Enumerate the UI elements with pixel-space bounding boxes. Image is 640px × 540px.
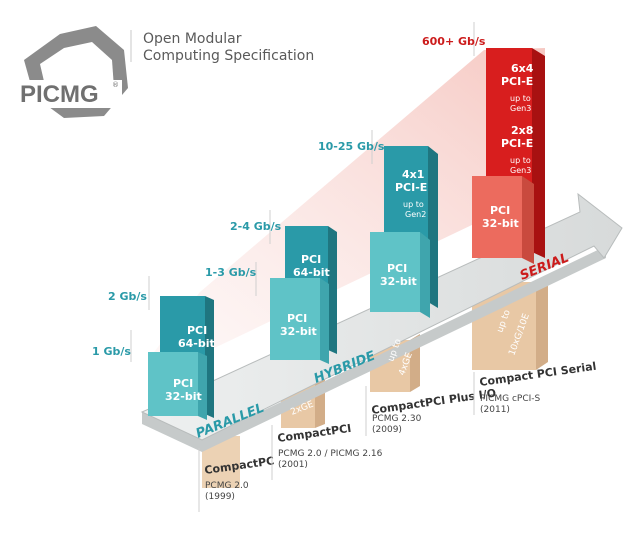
standard-spec: PCMG 2.0 (205, 481, 249, 491)
rate-1gbs: 1 Gb/s (92, 345, 131, 358)
rate-10-25gbs: 10-25 Gb/s (318, 140, 385, 153)
block-32bit-front (472, 176, 522, 258)
block-32bit-label-1: PCI (173, 377, 193, 390)
rate-labels: 1 Gb/s 2 Gb/s 1-3 Gb/s 2-4 Gb/s 10-25 Gb… (92, 22, 486, 362)
block-64bit-label-1: PCI (187, 324, 207, 337)
standard-compactpci-plus-io: CompactPCI Plus I/O PCMG 2.30 (2009) (365, 386, 497, 436)
standard-spec: PCMG 2.0 / PICMG 2.16 (278, 449, 383, 459)
standard-year: (2009) (372, 425, 402, 435)
block-pcie-label-2: PCI-E (501, 75, 533, 88)
block-32bit-label-2: 32-bit (482, 217, 519, 230)
block-64bit-label-2: 64-bit (293, 266, 330, 279)
block-pcie-label-3: up to (403, 200, 424, 209)
block-64bit-label-2: 64-bit (178, 337, 215, 350)
block-group-compact-pci-serial: 6x4 PCI-E up to Gen3 2x8 PCI-E up to Gen… (472, 48, 545, 264)
rate-2gbs: 2 Gb/s (108, 290, 147, 303)
header-line-2: Computing Specification (143, 48, 315, 64)
block-pcie-label-5: 2x8 (511, 124, 533, 137)
block-32bit-label-1: PCI (287, 312, 307, 325)
block-64bit-side (205, 296, 214, 418)
block-32bit-side (522, 176, 534, 264)
block-64bit-label-1: PCI (301, 253, 321, 266)
block-32bit-label-1: PCI (387, 262, 407, 275)
block-pcie-side (428, 146, 438, 308)
block-pcie-label-8: Gen3 (510, 166, 531, 175)
block-pcie-label-6: PCI-E (501, 137, 533, 150)
pillar-4-side (536, 276, 548, 370)
block-pcie-side (532, 48, 545, 258)
block-pcie-label-1: 6x4 (511, 62, 534, 75)
block-32bit-side (320, 278, 329, 364)
rate-600gbs: 600+ Gb/s (422, 35, 486, 48)
block-pcie-label-2: PCI-E (395, 181, 427, 194)
rate-1-3gbs: 1-3 Gb/s (205, 266, 257, 279)
block-pcie-label-3: up to (510, 94, 531, 103)
rate-2-4gbs: 2-4 Gb/s (230, 220, 282, 233)
picmg-logo: PICMG ® (18, 26, 128, 118)
block-pcie-label-7: up to (510, 156, 531, 165)
block-32bit-label-2: 32-bit (165, 390, 202, 403)
block-32bit-side (420, 232, 430, 318)
block-32bit-label-1: PCI (490, 204, 510, 217)
standard-year: (1999) (205, 492, 235, 502)
block-pcie-label-1: 4x1 (402, 168, 424, 181)
block-32bit-side (198, 352, 207, 420)
header-line-1: Open Modular (143, 31, 242, 47)
growth-beam (148, 48, 545, 360)
standard-year: (2001) (278, 460, 308, 470)
logo-text-band (18, 80, 122, 108)
block-group-compactpci: PCI 64-bit PCI 32-bit (270, 226, 337, 364)
block-32bit-front (370, 232, 420, 312)
block-pcie-label-4: Gen2 (405, 210, 426, 219)
block-group-compactpc: PCI 64-bit PCI 32-bit (148, 296, 215, 420)
pillar-1 (202, 436, 240, 488)
block-pcie-label-4: Gen3 (510, 104, 531, 113)
standard-spec: PCMG 2.30 (372, 414, 422, 424)
block-32bit-front (148, 352, 198, 416)
block-64bit-side (328, 226, 337, 354)
logo-text: PICMG (20, 81, 99, 108)
standard-year: (2011) (480, 405, 510, 415)
block-group-compactpci-plus-io: 4x1 PCI-E up to Gen2 PCI 32-bit (370, 146, 438, 318)
registered-mark: ® (112, 81, 119, 89)
block-32bit-front (270, 278, 320, 360)
block-32bit-label-2: 32-bit (280, 325, 317, 338)
standard-spec: PICMG cPCI-S (480, 394, 541, 404)
block-32bit-label-2: 32-bit (380, 275, 417, 288)
